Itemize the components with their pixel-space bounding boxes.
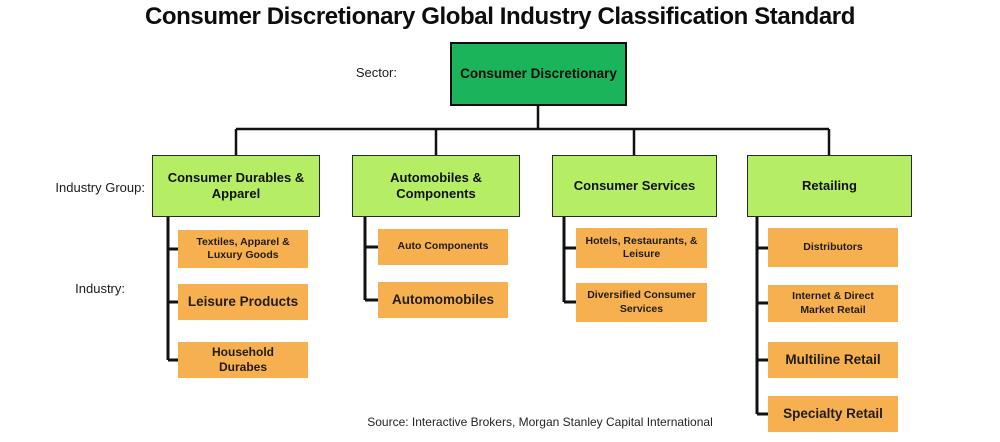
- group-box-automobiles-components: Automobiles & Components: [352, 155, 520, 217]
- group-box-retailing: Retailing: [747, 155, 912, 217]
- industry-box-hotels-restaurants-leisure: Hotels, Restaurants, & Leisure: [576, 228, 707, 268]
- industry-box-leisure-products: Leisure Products: [178, 284, 308, 320]
- industry-box-internet-direct-market-retail: Internet & Direct Market Retail: [768, 285, 898, 322]
- source-note: Source: Interactive Brokers, Morgan Stan…: [367, 415, 713, 429]
- sector-to-groups-connector: [234, 106, 831, 155]
- industry-box-auto-components: Auto Components: [378, 229, 508, 265]
- industry-box-diversified-consumer-services: Diversified Consumer Services: [576, 283, 707, 322]
- industry-box-household-durabes: Household Durabes: [178, 342, 308, 378]
- industry-box-textiles-apparel-luxury-goods: Textiles, Apparel & Luxury Goods: [178, 230, 308, 268]
- group-box-consumer-durables-apparel: Consumer Durables & Apparel: [152, 155, 320, 217]
- industry-box-multiline-retail: Multiline Retail: [768, 342, 898, 378]
- group-box-consumer-services: Consumer Services: [552, 155, 717, 217]
- group4-industries-connector: [755, 217, 768, 416]
- industry-box-distributors: Distributors: [768, 228, 898, 267]
- sector-row-label: Sector:: [355, 65, 397, 80]
- page-title: Consumer Discretionary Global Industry C…: [144, 3, 856, 30]
- group3-industries-connector: [562, 217, 576, 304]
- group2-industries-connector: [363, 217, 378, 302]
- industry-box-automomobiles: Automomobiles: [378, 282, 508, 318]
- sector-box: Consumer Discretionary: [450, 42, 627, 106]
- industry-row-label: Industry:: [75, 281, 125, 296]
- industry-group-row-label: Industry Group:: [55, 180, 145, 195]
- group1-industries-connector: [166, 217, 178, 362]
- industry-box-specialty-retail: Specialty Retail: [768, 396, 898, 432]
